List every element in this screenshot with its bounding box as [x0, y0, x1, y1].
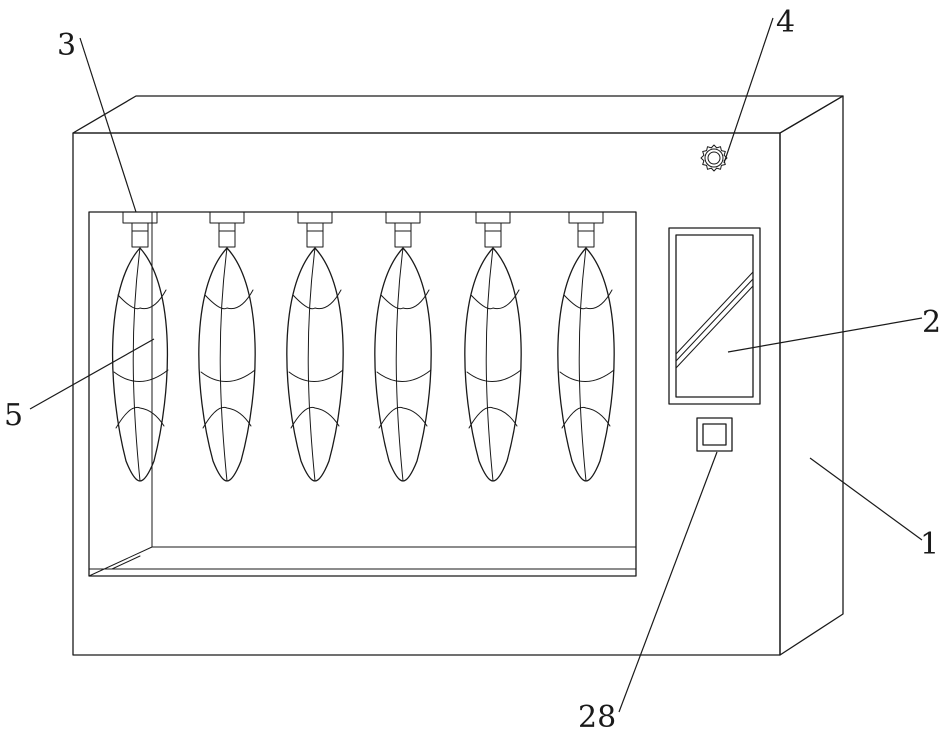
callout-1: 1: [920, 527, 939, 562]
hanger-row: [113, 212, 615, 481]
control-button: [697, 418, 732, 451]
knob-center: [708, 152, 720, 164]
hanger-unit: [287, 212, 343, 481]
chamber-floor-lip-diagonal: [112, 556, 140, 569]
display-chamber: [89, 212, 636, 576]
callout-28: 28: [578, 700, 616, 734]
chamber-floor-diagonal: [89, 547, 152, 576]
sausage-tie-upper: [293, 290, 341, 309]
sausage-string-vertical: [486, 248, 493, 481]
hanger-mount-plate: [569, 212, 603, 223]
sausage-string-vertical: [308, 248, 315, 481]
hanger-unit: [465, 212, 521, 481]
hanger-stem: [485, 223, 501, 247]
hanger-stem: [219, 223, 235, 247]
sausage-tie-middle: [560, 370, 614, 382]
sausage-tie-lower: [562, 407, 610, 428]
button-inner: [703, 424, 726, 445]
hanger-mount-plate: [476, 212, 510, 223]
sausage-tie-middle: [467, 370, 521, 382]
sausage-outline: [113, 248, 168, 481]
leader-line-28: [619, 452, 717, 712]
sausage-tie-upper: [205, 290, 253, 309]
sausage-tie-lower: [116, 407, 164, 428]
leader-line-4: [724, 18, 773, 163]
leader-line-1: [810, 458, 922, 540]
glass-reflection-line-1: [676, 272, 753, 354]
sausage-tie-upper: [381, 290, 429, 309]
sausage-string-vertical: [220, 248, 227, 481]
window-frame-outer: [669, 228, 760, 404]
cabinet-housing: [73, 96, 843, 655]
sausage-outline: [287, 248, 343, 481]
hanger-stem: [132, 223, 148, 247]
knob: [701, 145, 727, 171]
callout-2: 2: [922, 305, 941, 340]
hanger-mount-plate: [210, 212, 244, 223]
hanger-stem: [307, 223, 323, 247]
leader-line-5: [30, 339, 154, 409]
sausage-outline: [199, 248, 255, 481]
sausage-tie-lower: [203, 407, 251, 428]
sausage-tie-lower: [291, 407, 339, 428]
sausage-tie-lower: [469, 407, 517, 428]
sausage-tie-upper: [118, 290, 166, 309]
hanger-mount-plate: [386, 212, 420, 223]
hanger-unit: [375, 212, 431, 481]
sausage-tie-middle: [289, 370, 343, 382]
sausage-tie-upper: [471, 290, 519, 309]
sausage-tie-middle: [377, 370, 431, 382]
sausage-outline: [375, 248, 431, 481]
display-window: [669, 228, 760, 404]
chamber-opening: [89, 212, 636, 576]
hanger-stem: [578, 223, 594, 247]
callout-5: 5: [4, 398, 23, 433]
sausage-tie-upper: [564, 290, 612, 309]
sausage-tie-middle: [201, 370, 255, 382]
glass-reflection-line-3: [676, 286, 753, 368]
callout-4: 4: [776, 5, 795, 40]
sausage-tie-lower: [379, 407, 427, 428]
sausage-string-vertical: [579, 248, 586, 481]
hanger-mount-plate: [298, 212, 332, 223]
hanger-unit: [199, 212, 255, 481]
window-frame-inner: [676, 235, 753, 397]
button-outer: [697, 418, 732, 451]
cabinet-side-face: [780, 96, 843, 655]
hanger-unit: [558, 212, 614, 481]
leader-line-2: [728, 318, 922, 352]
sausage-outline: [558, 248, 614, 481]
sausage-tie-middle: [114, 370, 168, 382]
cabinet-front-face: [73, 133, 780, 655]
cabinet-top-face: [73, 96, 843, 133]
leader-line-3: [80, 38, 136, 212]
sausage-string-vertical: [396, 248, 403, 481]
callout-3: 3: [57, 28, 76, 63]
sausage-outline: [465, 248, 521, 481]
glass-reflection-line-2: [676, 279, 753, 361]
sausage-string-vertical: [133, 248, 140, 481]
hanger-stem: [395, 223, 411, 247]
